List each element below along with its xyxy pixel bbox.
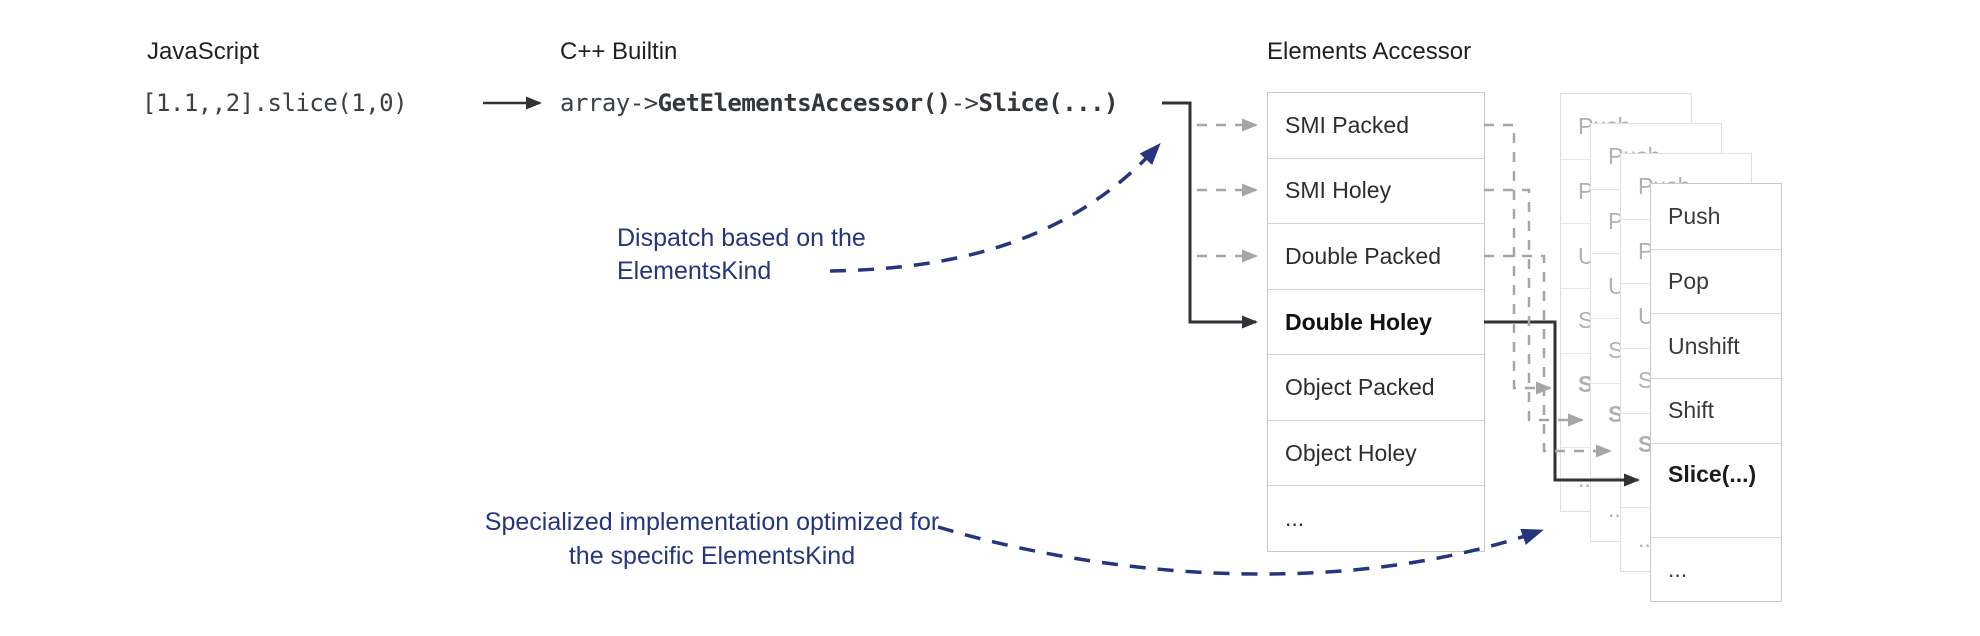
heading-cpp-builtin: C++ Builtin — [560, 38, 678, 65]
cpp-code-segment-array: array-> — [560, 89, 658, 117]
cpp-code-segment-getelementsaccessor: GetElementsAccessor() — [657, 89, 951, 117]
method-row-pop: Pop — [1651, 248, 1781, 314]
heading-javascript: JavaScript — [147, 38, 260, 65]
method-row-shift: Shift — [1651, 378, 1781, 443]
method-row-etc: ... — [1651, 537, 1781, 601]
arrow-dispatch-to-double-holey — [1162, 101, 1258, 329]
accessor-row-smi-holey: SMI Holey — [1268, 157, 1484, 224]
accessor-row-object-holey: Object Holey — [1268, 419, 1484, 486]
cpp-code-segment-etc: -> — [950, 89, 979, 117]
annotation-dispatch-elementskind: Dispatch based on the ElementsKind — [617, 224, 866, 285]
js-code-snippet: [1.1,,2].slice(1,0) — [142, 89, 408, 117]
heading-elements-accessor: Elements Accessor — [1267, 38, 1472, 65]
accessor-row-double-holey: Double Holey — [1268, 288, 1484, 355]
accessor-row-object-packed: Object Packed — [1268, 354, 1484, 420]
cpp-code-snippet: array->GetElementsAccessor()->Slice(...) — [560, 88, 1118, 118]
annotation-specialized-implementation: Specialized implementation optimized for… — [484, 508, 940, 570]
method-row-push: Push — [1668, 202, 1721, 229]
cpp-code-segment-slice: Slice(...) — [978, 89, 1119, 117]
accessor-row-smi-packed: SMI Packed — [1285, 111, 1409, 138]
arrow-dashed-smi-packed-to-card — [1484, 123, 1552, 395]
method-row-slice: Slice(...) — [1651, 442, 1781, 538]
method-row-unshift: Unshift — [1651, 313, 1781, 378]
arrow-annotation-dispatch — [829, 143, 1161, 273]
accessor-row-double-packed: Double Packed — [1268, 223, 1484, 289]
accessor-row-etc: ... — [1268, 485, 1484, 551]
